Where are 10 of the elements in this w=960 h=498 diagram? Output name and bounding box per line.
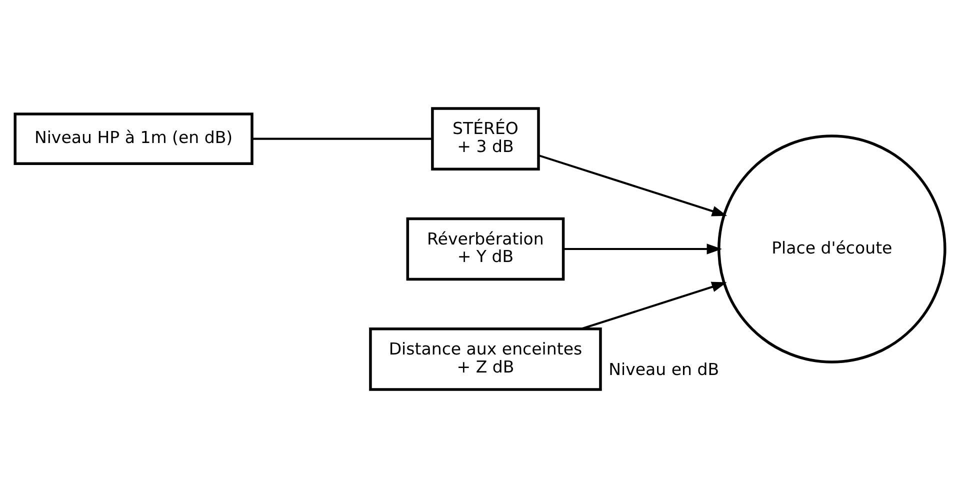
node-box: STÉRÉO + 3 dB	[431, 107, 540, 170]
connector	[252, 138, 432, 140]
node-box: Niveau HP à 1m (en dB)	[14, 112, 254, 165]
arrow	[564, 244, 722, 254]
node-circle: Place d'écoute	[718, 134, 946, 364]
node-box: Distance aux enceintes + Z dB	[369, 328, 602, 391]
arrow	[538, 154, 728, 216]
arrow	[581, 282, 727, 330]
node-box: Réverbération + Y dB	[406, 217, 565, 281]
node-label: Niveau en dB	[608, 360, 720, 380]
